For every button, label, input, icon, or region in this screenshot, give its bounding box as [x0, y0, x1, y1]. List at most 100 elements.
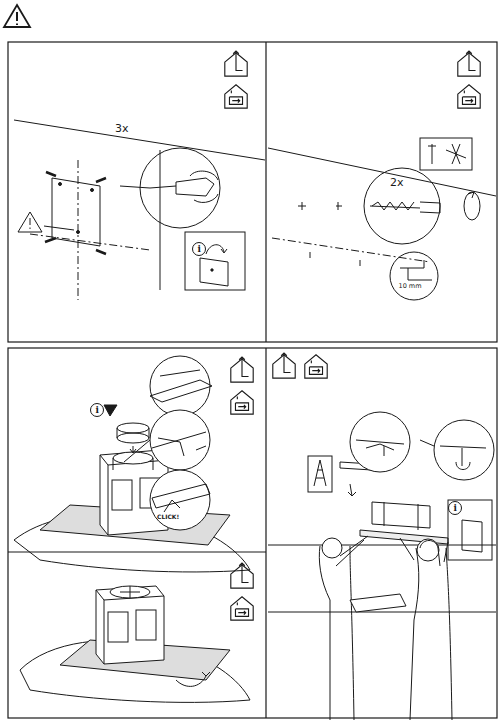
wall-drilling-scene: [160, 150, 161, 290]
filter-mounting-scene: [117, 423, 149, 433]
filter-mounting-scene: [117, 433, 149, 443]
wall-drilling-scene: [91, 189, 94, 192]
wall-drilling-scene: [120, 186, 150, 188]
hood-hanging-scene: [350, 594, 406, 612]
info-icon-letter: i: [96, 406, 99, 415]
hood-unpacking-scene: [108, 612, 128, 642]
installation-type-icon: [305, 355, 327, 378]
screw-fixing-scene: [268, 138, 496, 300]
hood-hanging-scene: [314, 460, 326, 486]
wall-drilling-scene: [150, 178, 214, 196]
filter-mounting-scene: [104, 405, 117, 416]
hood-hanging-scene: [336, 536, 368, 566]
wall-drilling-scene: [14, 120, 265, 300]
info-icon-letter: i: [198, 245, 201, 254]
wall-drilling-scene: [18, 212, 42, 232]
filter-mounting-scene: [130, 446, 136, 453]
panel-frame: [8, 348, 497, 718]
screw-fixing-scene: [298, 202, 342, 210]
hood-unpacking-scene: [176, 672, 210, 686]
wall-drilling-scene: [185, 232, 245, 290]
hood-unpacking-scene: [136, 610, 156, 640]
hood-hanging-scene: [462, 520, 482, 552]
filter-mounting-scene: [152, 484, 210, 512]
hood-hanging-scene: [448, 500, 492, 560]
filter-mounting-scene: [150, 410, 210, 470]
panel-frame: [8, 42, 497, 342]
wall-drilling-scene: [193, 243, 206, 256]
screw-fixing-scene: [468, 192, 474, 198]
hood-hanging-scene: [420, 541, 440, 567]
wall-drilling-scene: [52, 178, 100, 246]
filter-mounting-scene: [14, 356, 250, 572]
wall-drilling-scene: [14, 120, 265, 160]
screw-fixing-scene: [310, 252, 311, 258]
wall-drilling-scene: [206, 245, 227, 254]
hood-hanging-scene: [417, 539, 439, 561]
quantity-label: 2x: [390, 177, 404, 188]
screw-fixing-scene: [390, 252, 438, 300]
wall-drilling-scene: [59, 183, 62, 186]
wall-drilling-scene: [78, 160, 79, 300]
filter-mounting-scene: [113, 458, 153, 470]
hood-hanging-scene: [440, 446, 486, 470]
hood-hanging-scene: [322, 538, 342, 558]
hood-hanging-scene: [356, 440, 404, 456]
installation-type-icon: [225, 85, 247, 108]
installation-type-icon: [458, 51, 480, 76]
screw-fixing-scene: [372, 202, 414, 210]
screw-fixing-scene: [364, 168, 440, 244]
filter-mounting-scene: [150, 470, 210, 530]
screw-fixing-scene: [272, 238, 430, 262]
hood-unpacking-scene: [120, 586, 140, 598]
hood-hanging-scene: [350, 412, 410, 472]
screw-fixing-scene: [360, 260, 361, 266]
wall-drilling-scene: [77, 231, 80, 234]
panel-frame: [265, 42, 266, 342]
screw-fixing-scene: [400, 260, 432, 280]
hood-unpacking-scene: [20, 586, 250, 702]
wall-drilling-scene: [211, 269, 213, 271]
hood-hanging-scene: [372, 502, 430, 528]
installation-type-icon: [225, 51, 480, 620]
filter-mounting-scene: [124, 440, 150, 462]
hood-hanging-scene: [268, 412, 496, 720]
filter-mounting-scene: [152, 432, 206, 456]
hood-hanging-scene: [348, 484, 356, 496]
wall-drilling-scene: [140, 148, 220, 228]
warning-triangle: [4, 5, 30, 27]
hood-hanging-scene: [384, 502, 418, 530]
screw-fixing-scene: [464, 192, 480, 220]
panel-frame: [8, 42, 497, 718]
warning-triangle: [4, 5, 30, 27]
hood-hanging-scene: [268, 612, 496, 613]
wall-drilling-scene: [45, 172, 106, 254]
installation-type-icon: [231, 563, 253, 588]
installation-type-icon: [231, 391, 253, 414]
hood-unpacking-scene: [110, 586, 150, 598]
wall-drilling-scene: [190, 171, 218, 202]
wall-drilling-scene: [200, 258, 228, 286]
hood-unpacking-scene: [96, 590, 164, 664]
panel-frame: [8, 551, 266, 552]
installation-type-icon: [225, 51, 247, 76]
installation-type-icon: [273, 353, 295, 378]
hood-hanging-scene: [308, 456, 332, 492]
installation-type-icon: [231, 597, 253, 620]
click-label: CLICK!: [157, 514, 179, 520]
dimension-label: 10 mm: [399, 283, 422, 290]
screw-fixing-scene: [370, 202, 440, 213]
screw-fixing-scene: [268, 148, 496, 196]
hood-hanging-scene: [400, 538, 448, 562]
installation-type-icon: [231, 357, 253, 382]
hood-unpacking-scene: [96, 586, 164, 664]
filter-mounting-scene: [112, 480, 132, 510]
hood-hanging-scene: [420, 440, 434, 446]
hood-hanging-scene: [434, 420, 494, 480]
hood-hanging-scene: [319, 546, 354, 720]
wall-drilling-scene: [44, 226, 74, 230]
screw-fixing-scene: [428, 144, 466, 164]
wall-drilling-scene: [30, 218, 31, 229]
